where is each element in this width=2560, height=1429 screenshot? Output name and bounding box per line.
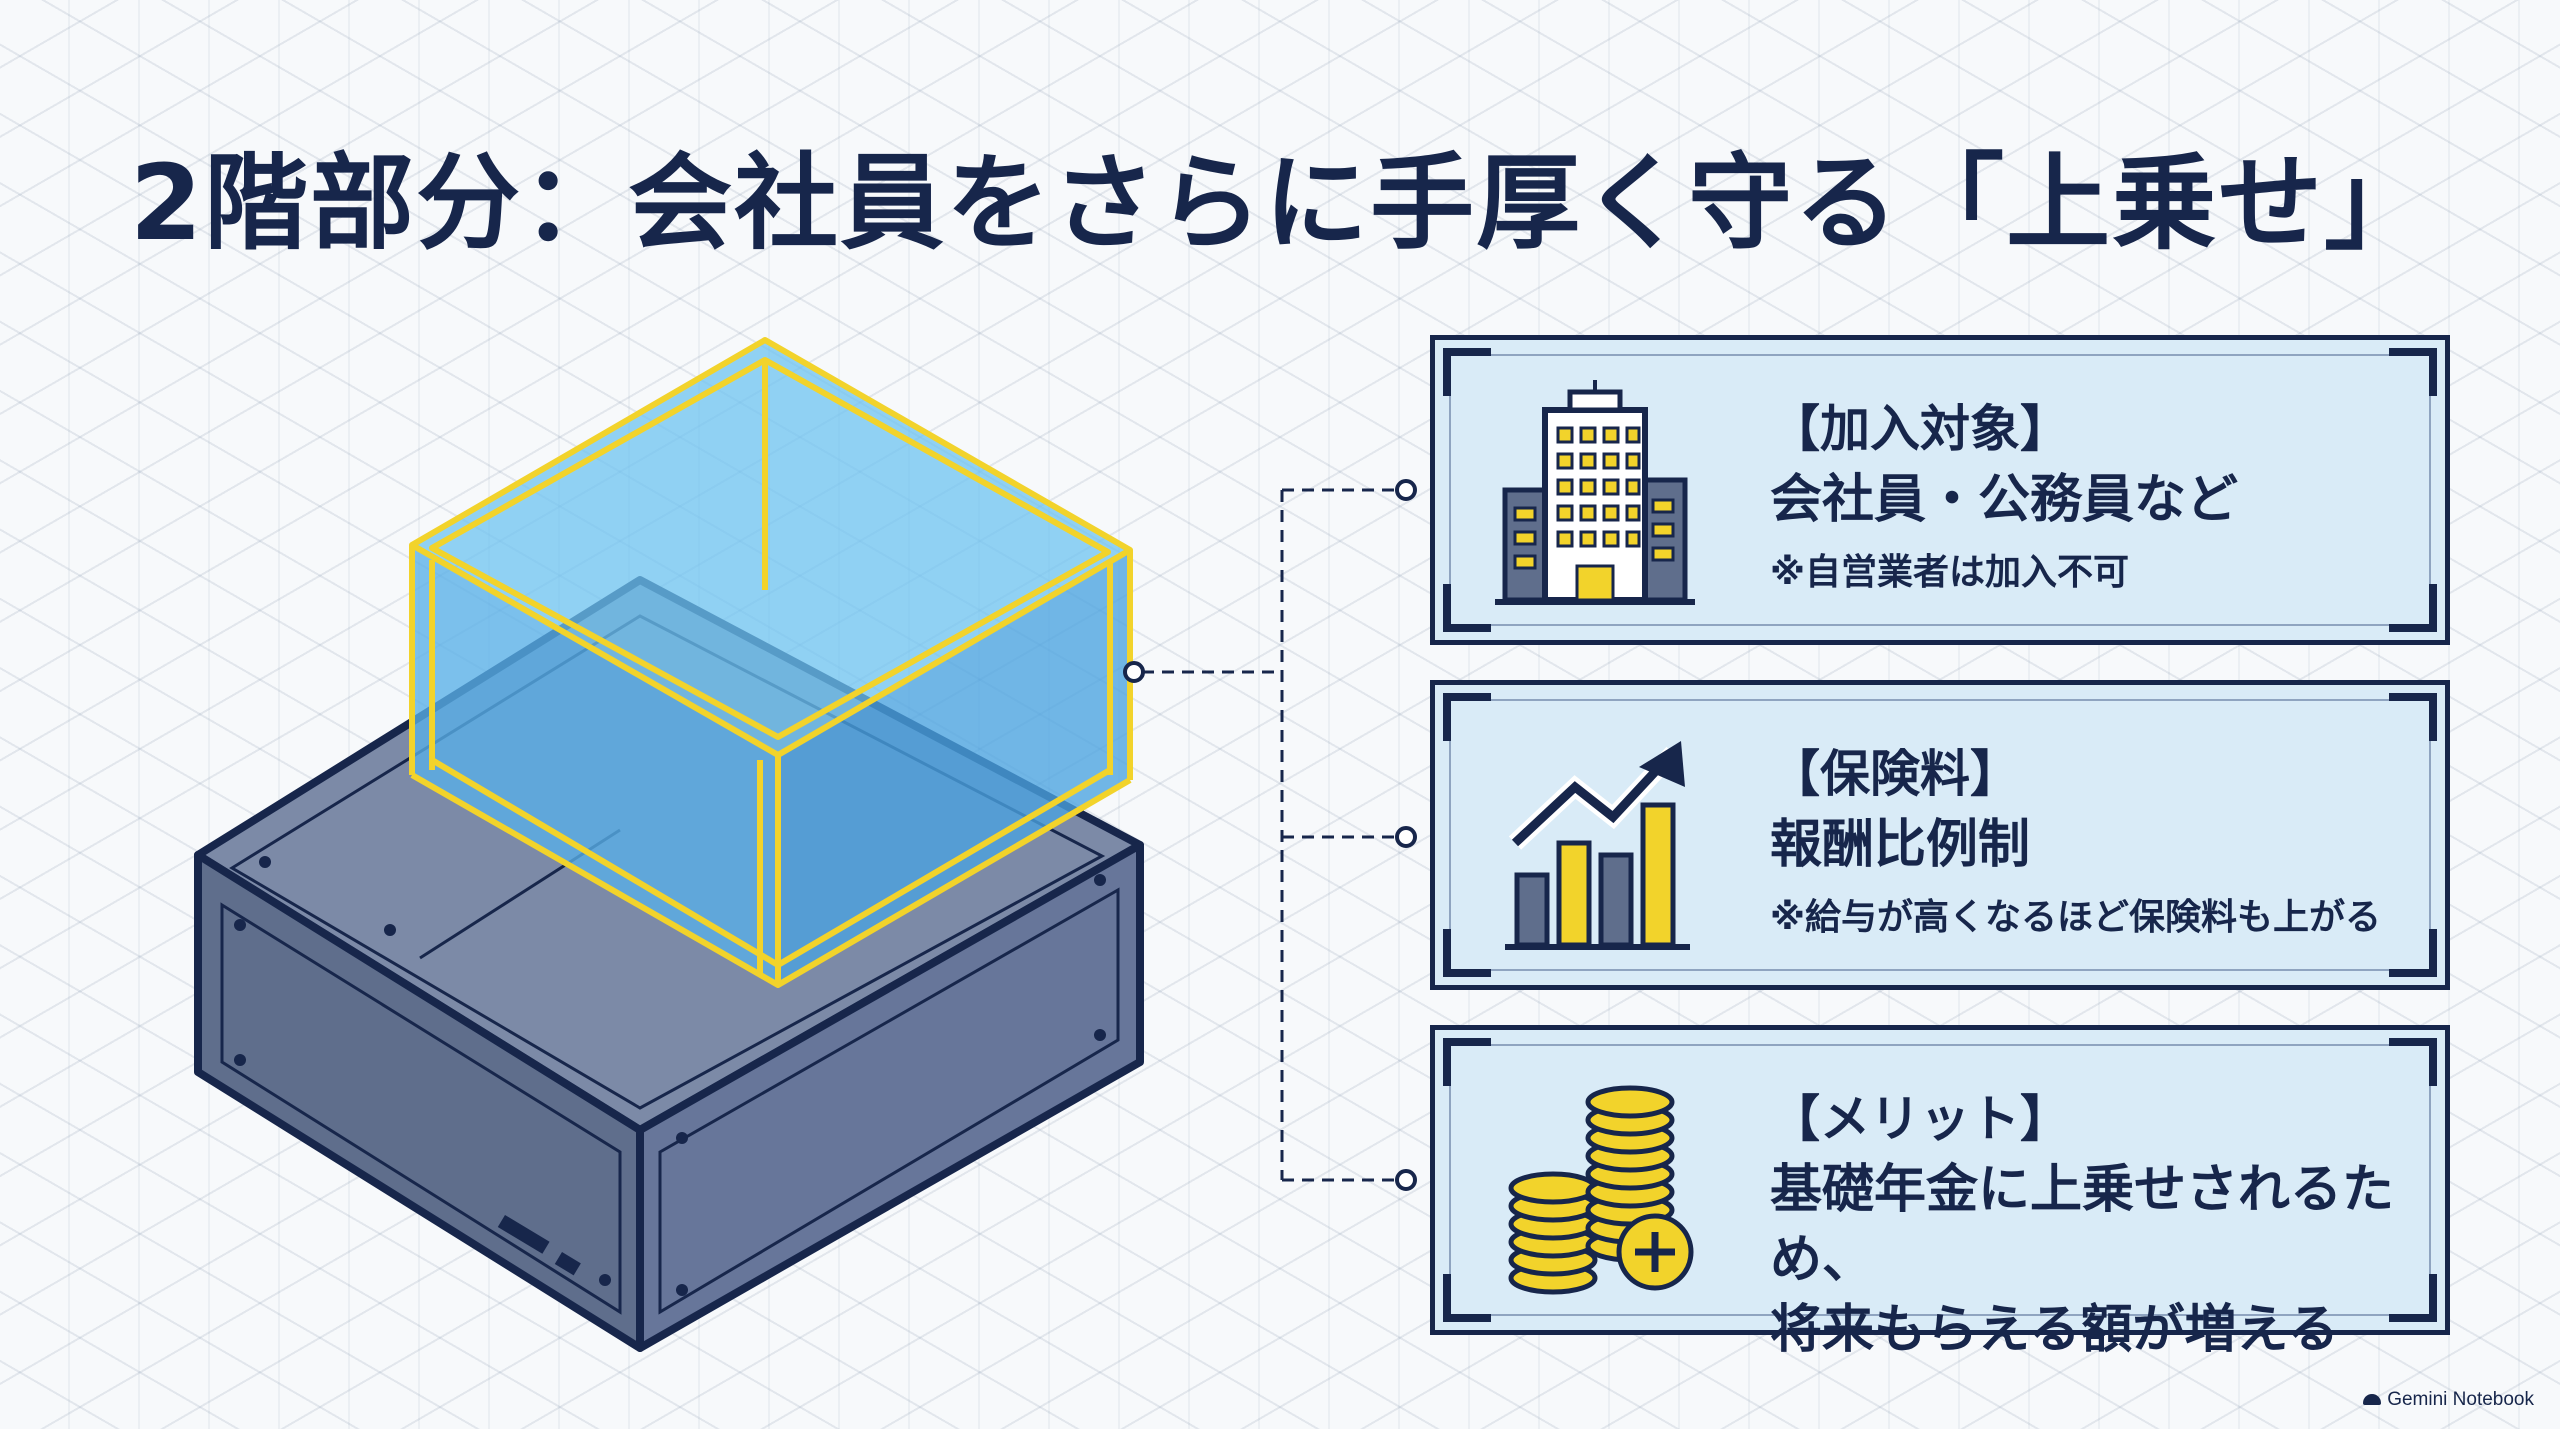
connector-lines: [1142, 488, 1400, 1182]
card-merit: 【メリット】 基礎年金に上乗せされるため、 将来もらえる額が増える: [1430, 1025, 2450, 1360]
frame-corner: [2389, 1274, 2437, 1322]
office-building-icon: [1495, 380, 1695, 605]
frame-corner: [1443, 929, 1491, 977]
frame-corner: [1443, 1274, 1491, 1322]
coin-stacks-plus-icon: [1508, 1085, 1694, 1295]
frame-corner: [1443, 1038, 1491, 1086]
card-heading: 【メリット】: [1770, 1090, 2070, 1148]
card-note: ※給与が高くなるほど保険料も上がる: [1770, 896, 2381, 938]
card-main-text: 報酬比例制: [1770, 814, 2031, 875]
frame-corner: [1443, 693, 1491, 741]
card-heading: 【加入対象】: [1770, 400, 2070, 458]
card-premium: 【保険料】 報酬比例制 ※給与が高くなるほど保険料も上がる: [1430, 680, 2450, 990]
rising-bar-chart-icon: [1505, 741, 1690, 950]
card-text: 【保険料】 報酬比例制 ※給与が高くなるほど保険料も上がる: [1770, 743, 2415, 940]
brand-logo-icon: [2363, 1394, 2382, 1406]
frame-corner: [2389, 1038, 2437, 1086]
card-text: 【メリット】 基礎年金に上乗せされるため、 将来もらえる額が増える: [1770, 1088, 2415, 1365]
frame-corner: [2389, 348, 2437, 396]
card-note: ※自営業者は加入不可: [1770, 551, 2129, 593]
card-main-text: 会社員・公務員など: [1770, 469, 2239, 530]
card-heading: 【保険料】: [1770, 745, 2020, 803]
frame-corner: [1443, 348, 1491, 396]
frame-corner: [2389, 584, 2437, 632]
card-enrollment: 【加入対象】 会社員・公務員など ※自営業者は加入不可: [1430, 335, 2450, 645]
brand-name: Gemini Notebook: [2387, 1389, 2534, 1410]
connector-dots: [1123, 479, 1417, 1191]
frame-corner: [1443, 584, 1491, 632]
card-text: 【加入対象】 会社員・公務員など ※自営業者は加入不可: [1770, 398, 2415, 595]
glowing-glass-box-icon: [409, 337, 1133, 988]
frame-corner: [2389, 693, 2437, 741]
card-main-text: 基礎年金に上乗せされるため、: [1770, 1159, 2395, 1290]
frame-corner: [2389, 929, 2437, 977]
card-main-text: 将来もらえる額が増える: [1770, 1299, 2339, 1360]
brand-footer: Gemini Notebook: [2363, 1389, 2534, 1411]
page-title: 2階部分：会社員をさらに手厚く守る「上乗せ」: [129, 142, 2431, 264]
